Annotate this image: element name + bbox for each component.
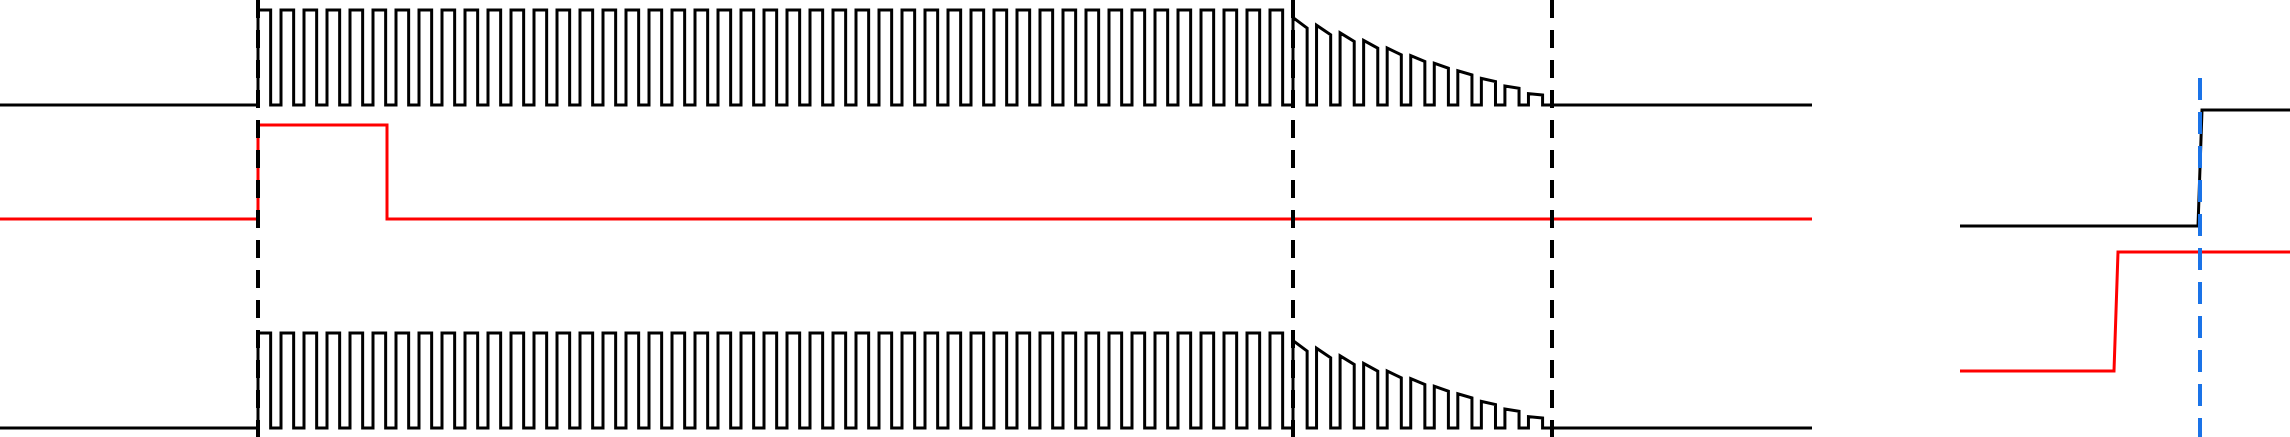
bottom-pulse-train <box>0 331 1812 430</box>
edge-detail-panel <box>1960 78 2290 437</box>
top-pulse-train <box>0 8 1812 107</box>
waveform-panel <box>0 0 1812 437</box>
red-enable-pulse <box>0 123 1812 221</box>
red-rising-edge <box>1960 250 2290 373</box>
black-rising-edge <box>1960 108 2290 228</box>
